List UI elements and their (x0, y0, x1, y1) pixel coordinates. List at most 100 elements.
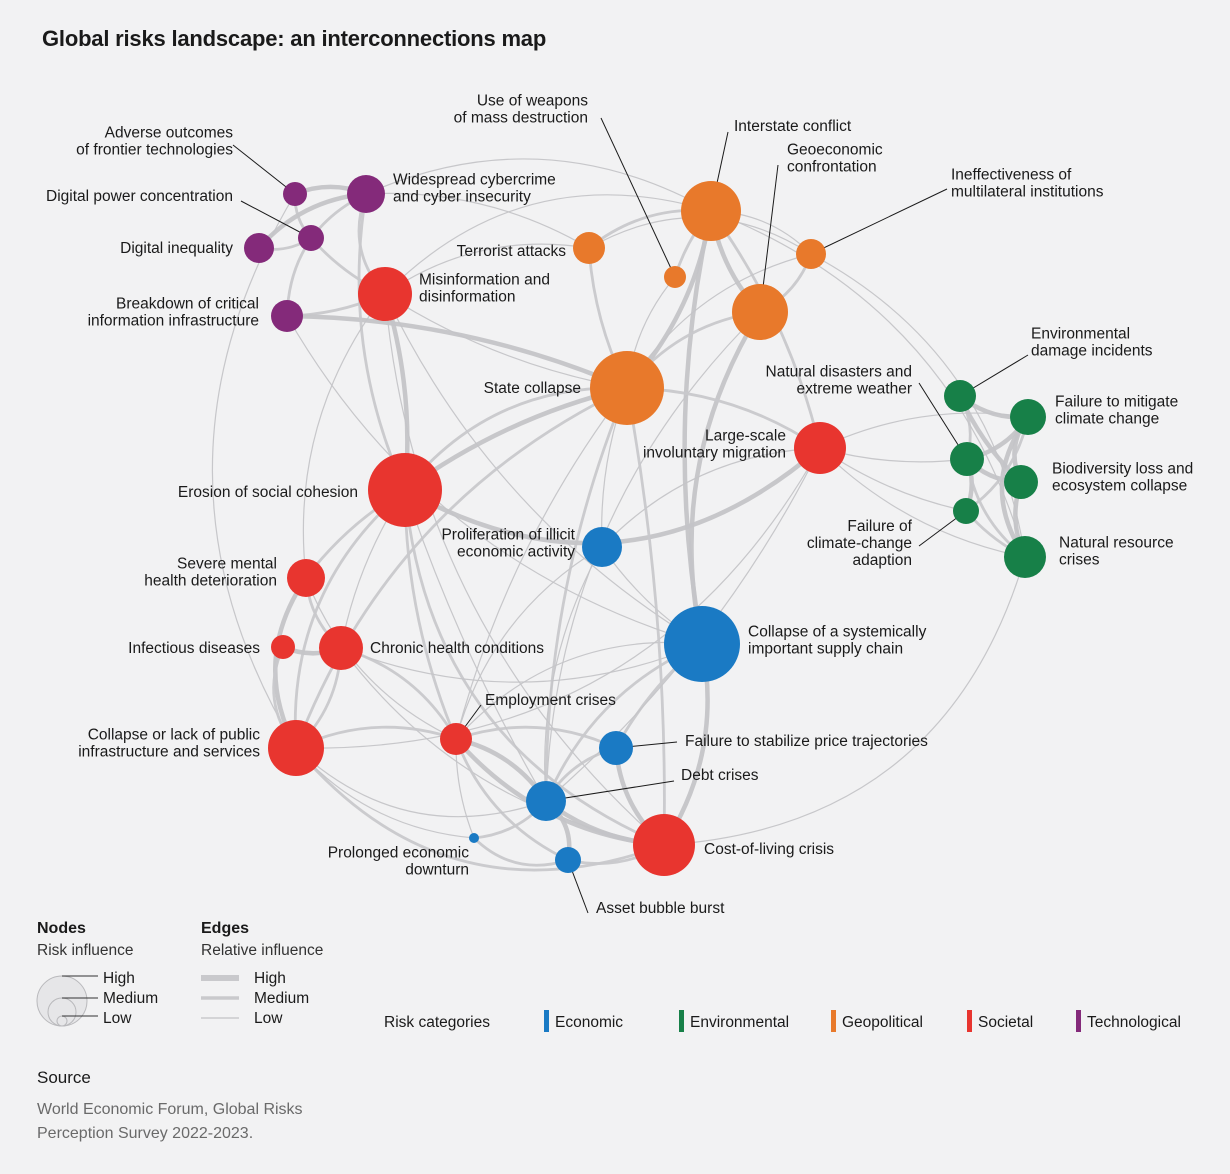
edge-breakdown-critical-info-infrastructure-to-collapse-systemically-important-supply-chain (286, 315, 703, 645)
label-terrorist-attacks: Terrorist attacks (457, 243, 567, 260)
label-employment-crises: Employment crises (485, 692, 616, 709)
node-environmental-damage-incidents (944, 380, 976, 412)
node-terrorist-attacks (573, 232, 605, 264)
legend-category-environmental: Environmental (690, 1014, 789, 1031)
node-proliferation-illicit-economic-activity (582, 527, 622, 567)
source-heading: Source (37, 1068, 91, 1087)
leader-line-use-of-weapons-mass-destruction (600, 117, 676, 278)
legend-categories-heading: Risk categories (384, 1014, 490, 1031)
legend-swatch-geopolitical (831, 1010, 836, 1032)
label-line: Collapse or lack of public (88, 727, 261, 744)
label-line: Terrorist attacks (457, 243, 567, 260)
edge-collapse-public-infrastructure-to-debt-crises (295, 747, 547, 818)
leader-line-debt-crises (545, 780, 675, 802)
label-line: Failure to mitigate (1055, 394, 1178, 411)
label-digital-inequality: Digital inequality (120, 240, 233, 257)
node-infectious-diseases (271, 635, 295, 659)
label-line: Failure to stabilize price trajectories (685, 733, 928, 750)
label-line: disinformation (419, 289, 516, 306)
label-line: Debt crises (681, 767, 759, 784)
legend-node-high-label: High (103, 970, 135, 987)
label-line: Erosion of social cohesion (178, 484, 358, 501)
edge-proliferation-illicit-economic-activity-to-employment-crises (455, 546, 603, 740)
legend-node-low (56, 1015, 68, 1027)
node-digital-power-concentration (298, 225, 324, 251)
legend-category-technological: Technological (1087, 1014, 1181, 1031)
edge-large-scale-involuntary-migration-to-proliferation-illicit-economic-activity (601, 447, 821, 548)
label-line: Widespread cybercrime (393, 172, 556, 189)
label-line: Use of weapons (477, 93, 588, 110)
edge-misinformation-disinformation-to-cost-of-living-crisis (384, 293, 665, 846)
legend-edges-subheading: Relative influence (201, 942, 323, 959)
source-text: World Economic Forum, Global Risks Perce… (37, 1101, 303, 1142)
label-line: climate change (1055, 411, 1159, 428)
node-failure-climate-change-adaption (953, 498, 979, 524)
node-cost-of-living-crisis (633, 814, 695, 876)
node-digital-inequality (244, 233, 274, 263)
edge-widespread-cybercrime-to-interstate-conflict (365, 158, 712, 212)
node-erosion-social-cohesion (368, 453, 442, 527)
node-debt-crises (526, 781, 566, 821)
legend-swatch-societal (967, 1010, 972, 1032)
edge-large-scale-involuntary-migration-to-collapse-public-infrastructure (295, 447, 821, 749)
legend-swatch-technological (1076, 1010, 1081, 1032)
label-line: confrontation (787, 159, 877, 176)
label-line: ecosystem collapse (1052, 478, 1187, 495)
node-breakdown-critical-info-infrastructure (271, 300, 303, 332)
label-line: extreme weather (797, 381, 912, 398)
legend-edge-medium-label: Medium (254, 990, 309, 1007)
node-widespread-cybercrime (347, 175, 385, 213)
label-line: Cost-of-living crisis (704, 841, 834, 858)
label-line: Failure of (847, 518, 912, 535)
leader-line-ineffectiveness-multilateral-institutions (810, 188, 948, 255)
edge-natural-resource-crises-to-interstate-conflict (710, 210, 1026, 558)
label-line: State collapse (484, 380, 581, 397)
node-employment-crises (440, 723, 472, 755)
edge-widespread-cybercrime-to-erosion-social-cohesion (357, 192, 407, 492)
edge-large-scale-involuntary-migration-to-natural-resource-crises (819, 447, 1026, 558)
node-natural-resource-crises (1004, 536, 1046, 578)
label-chronic-health-conditions: Chronic health conditions (370, 640, 544, 657)
legend-edge-high-label: High (254, 970, 286, 987)
leader-lines-layer (232, 117, 1029, 914)
node-collapse-systemically-important-supply-chain (664, 606, 740, 682)
node-use-of-weapons-mass-destruction (664, 266, 686, 288)
label-line: important supply chain (748, 641, 903, 658)
label-line: infrastructure and services (78, 744, 260, 761)
node-interstate-conflict (681, 181, 741, 241)
label-line: Infectious diseases (128, 640, 260, 657)
edge-failure-mitigate-climate-change-to-large-scale-involuntary-migration (819, 412, 1029, 449)
node-asset-bubble-burst (555, 847, 581, 873)
label-line: Chronic health conditions (370, 640, 544, 657)
legend-edge-low-label: Low (254, 1010, 283, 1027)
label-line: Asset bubble burst (596, 900, 725, 917)
node-adverse-outcomes-frontier-tech (283, 182, 307, 206)
edge-terrorist-attacks-to-misinformation-disinformation (384, 243, 590, 295)
node-collapse-public-infrastructure (268, 720, 324, 776)
node-biodiversity-loss (1004, 465, 1038, 499)
edge-employment-crises-to-failure-stabilize-price-trajectories (454, 725, 618, 750)
label-line: Natural resource (1059, 535, 1174, 552)
label-failure-stabilize-price-trajectories: Failure to stabilize price trajectories (685, 733, 928, 750)
label-line: information infrastructure (88, 313, 259, 330)
label-line: Ineffectiveness of (951, 167, 1072, 184)
label-line: Digital inequality (120, 240, 233, 257)
label-line: Natural disasters and (766, 364, 912, 381)
label-line: Environmental (1031, 326, 1130, 343)
label-line: damage incidents (1031, 343, 1153, 360)
node-large-scale-involuntary-migration (794, 422, 846, 474)
label-line: Large-scale (705, 428, 786, 445)
label-line: and cyber insecurity (393, 189, 531, 206)
